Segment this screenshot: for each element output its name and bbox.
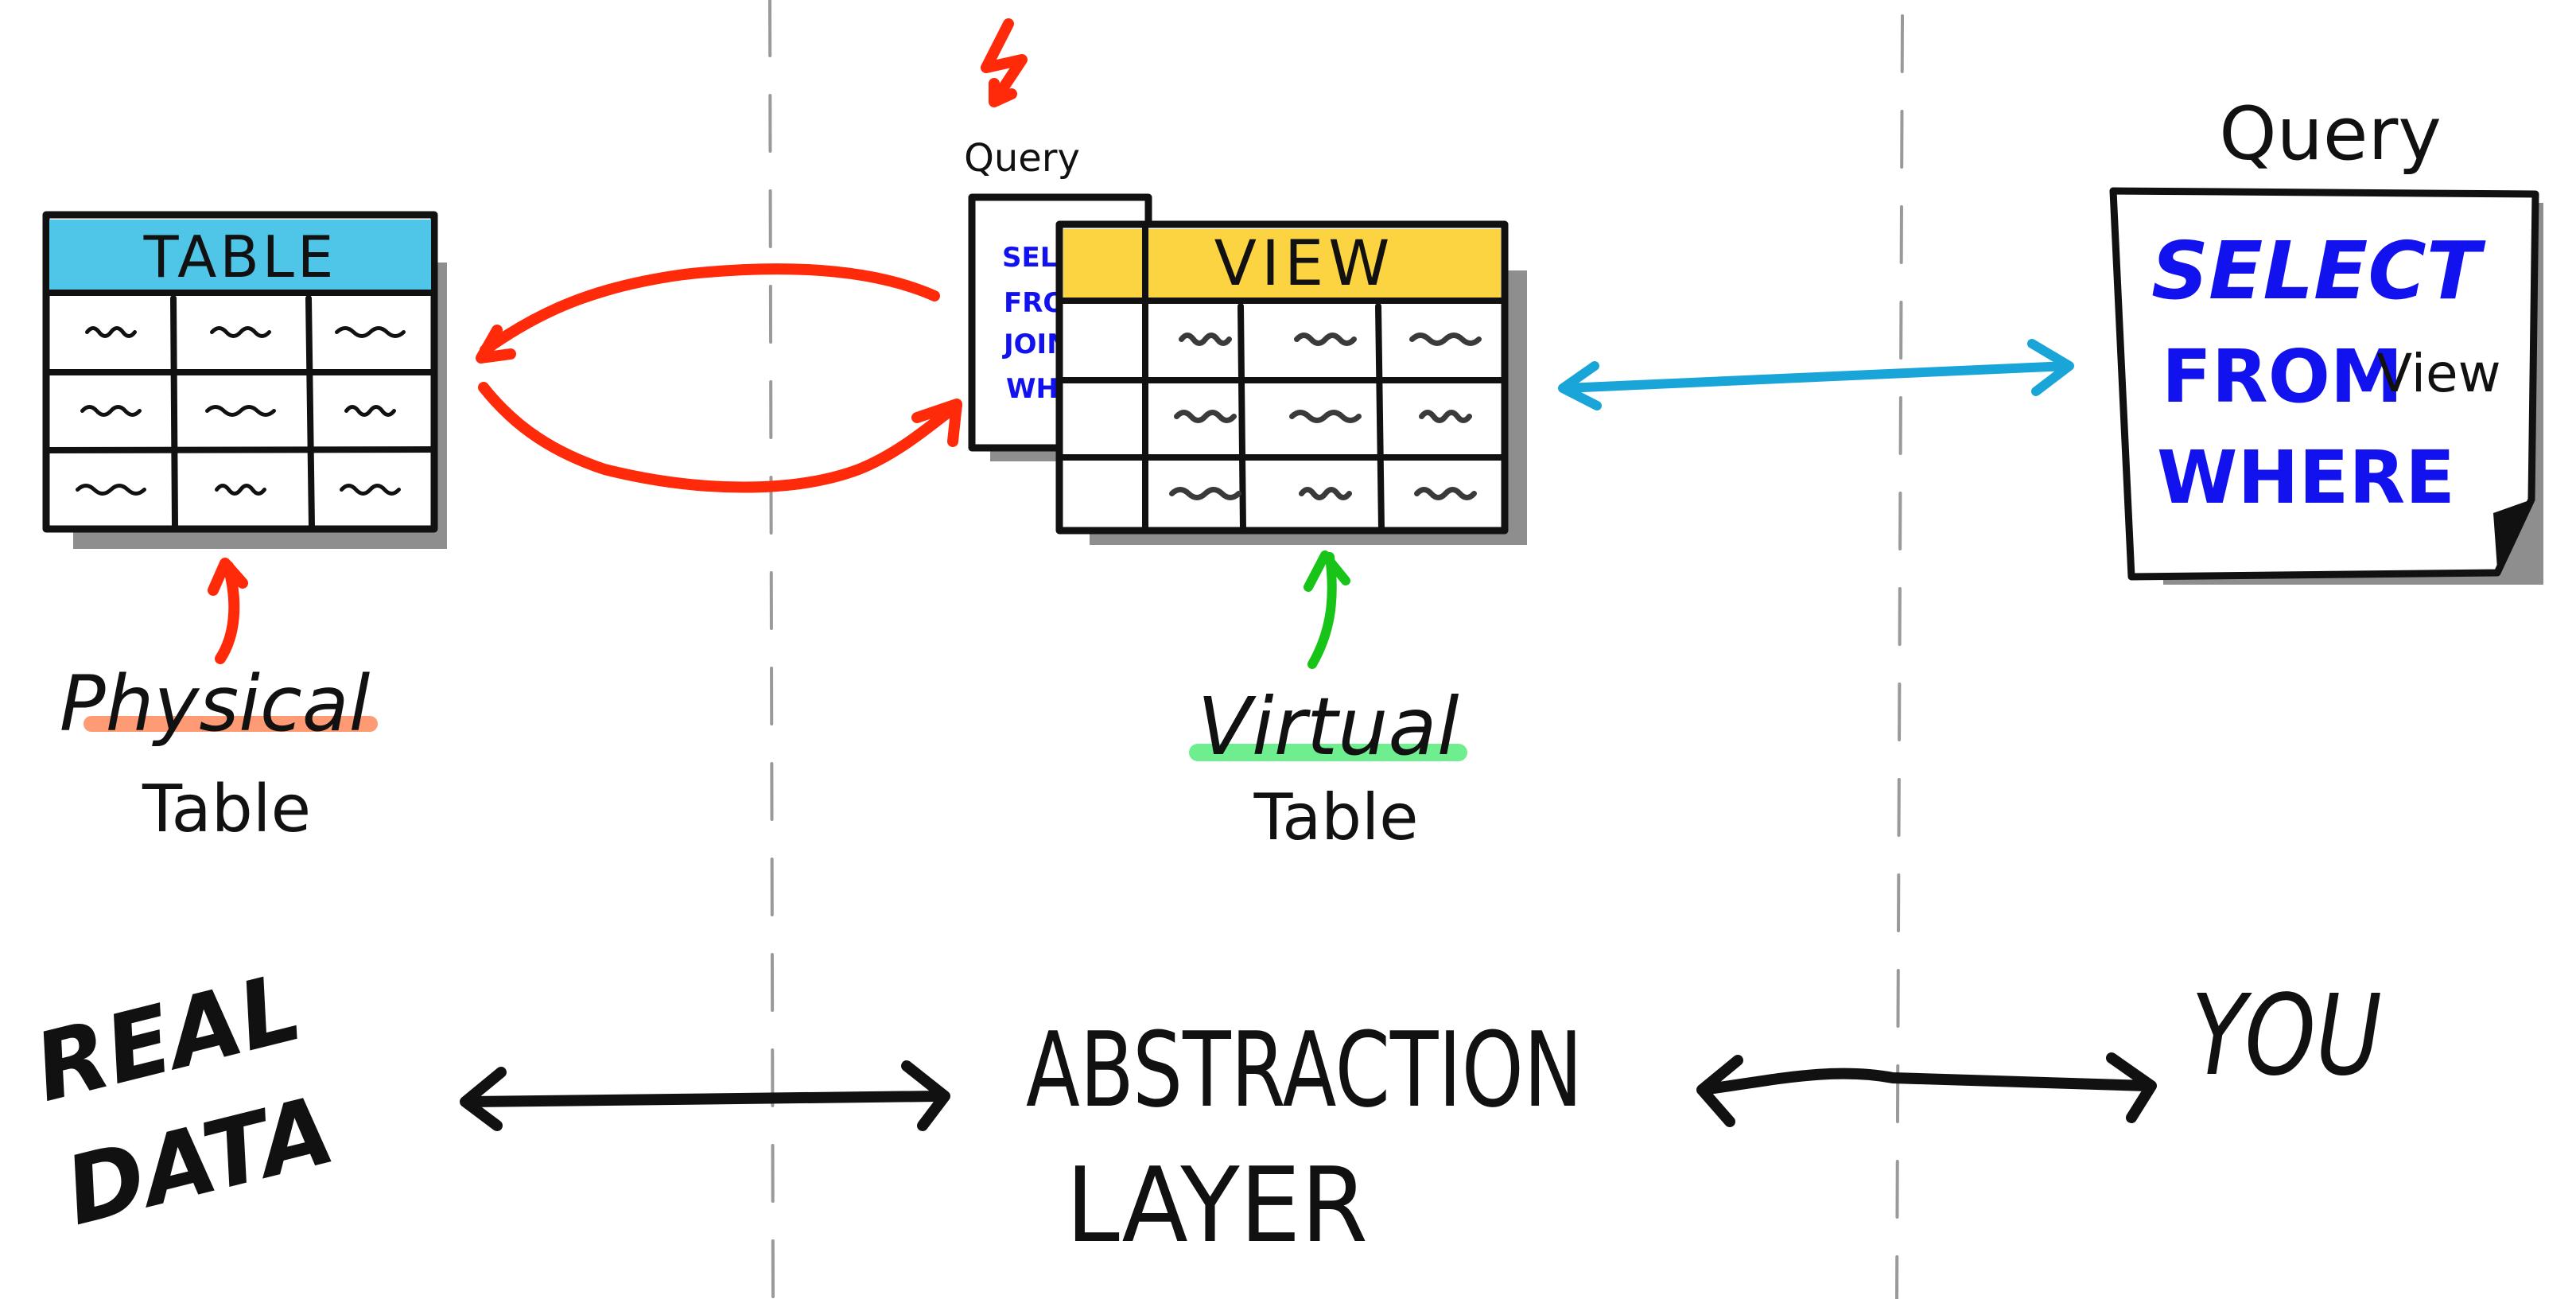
cell-squiggle xyxy=(335,326,406,338)
view-query-title: Query xyxy=(964,136,1080,181)
physical-table-header-text: TABLE xyxy=(143,224,337,290)
page-curl-icon xyxy=(2493,500,2531,569)
cell-squiggle xyxy=(80,405,142,417)
cell-squiggle xyxy=(1299,487,1352,500)
cell-squiggle xyxy=(1179,333,1232,346)
view-table-col-line xyxy=(1237,303,1246,532)
physical-arrow-icon xyxy=(208,558,248,664)
physical-label: Physical xyxy=(60,659,371,749)
cell-squiggle xyxy=(1174,410,1237,423)
physical-table-label: Table xyxy=(142,772,311,847)
view-table-header xyxy=(1063,229,1501,299)
you-label: YOU xyxy=(2191,971,2382,1101)
real-to-abstraction-arrow-icon xyxy=(460,1060,950,1131)
divider-right xyxy=(1895,14,1904,1299)
virtual-arrow-icon xyxy=(1304,550,1350,669)
physical-table-col-line xyxy=(170,295,178,530)
user-query-card: Query SELECT FROM View WHERE xyxy=(2109,91,2543,585)
divider-left xyxy=(768,0,775,1299)
user-query-where: WHERE xyxy=(2157,435,2455,520)
cell-squiggle xyxy=(1289,410,1362,423)
physical-table-row-line xyxy=(43,446,437,453)
view-query-double-arrow-icon xyxy=(1558,339,2074,410)
user-query-from-object: View xyxy=(2376,343,2501,404)
user-query-title: Query xyxy=(2219,91,2442,177)
cell-squiggle xyxy=(344,405,396,417)
abstraction-to-you-arrow-icon xyxy=(1696,1052,2157,1127)
cell-squiggle xyxy=(85,326,137,338)
cell-squiggle xyxy=(205,405,276,417)
table-to-view-arrow-icon xyxy=(478,382,962,493)
cell-squiggle xyxy=(1419,410,1472,423)
cell-squiggle xyxy=(1294,333,1357,346)
view-table-col-line xyxy=(1375,303,1385,532)
physical-highlight xyxy=(84,716,378,732)
view-table-header-text: VIEW xyxy=(1214,228,1395,300)
cell-squiggle xyxy=(1169,487,1241,500)
lightning-arrow-icon xyxy=(981,18,1028,107)
virtual-highlight xyxy=(1189,744,1467,761)
cell-squiggle xyxy=(340,484,401,496)
user-query-from: FROM xyxy=(2162,334,2403,419)
cell-squiggle xyxy=(210,326,271,338)
user-query-select: SELECT xyxy=(2151,224,2486,317)
virtual-table-label: Table xyxy=(1253,780,1419,854)
abstraction-line2: LAYER xyxy=(1066,1145,1368,1266)
query-to-table-arrow-icon xyxy=(476,263,940,364)
cell-squiggle xyxy=(1409,333,1482,346)
real-data-label: REAL DATA xyxy=(24,951,344,1246)
user-query-frame xyxy=(2109,187,2539,581)
physical-table: TABLE xyxy=(42,211,447,549)
virtual-label: Virtual xyxy=(1198,680,1459,773)
view-table: VIEW xyxy=(1055,220,1527,545)
abstraction-line1: ABSTRACTION xyxy=(1026,1009,1583,1130)
cell-squiggle xyxy=(215,484,266,496)
cell-squiggle xyxy=(1414,487,1477,500)
cell-squiggle xyxy=(76,484,146,496)
physical-table-col-line xyxy=(305,295,315,530)
physical-table-header xyxy=(49,220,431,293)
